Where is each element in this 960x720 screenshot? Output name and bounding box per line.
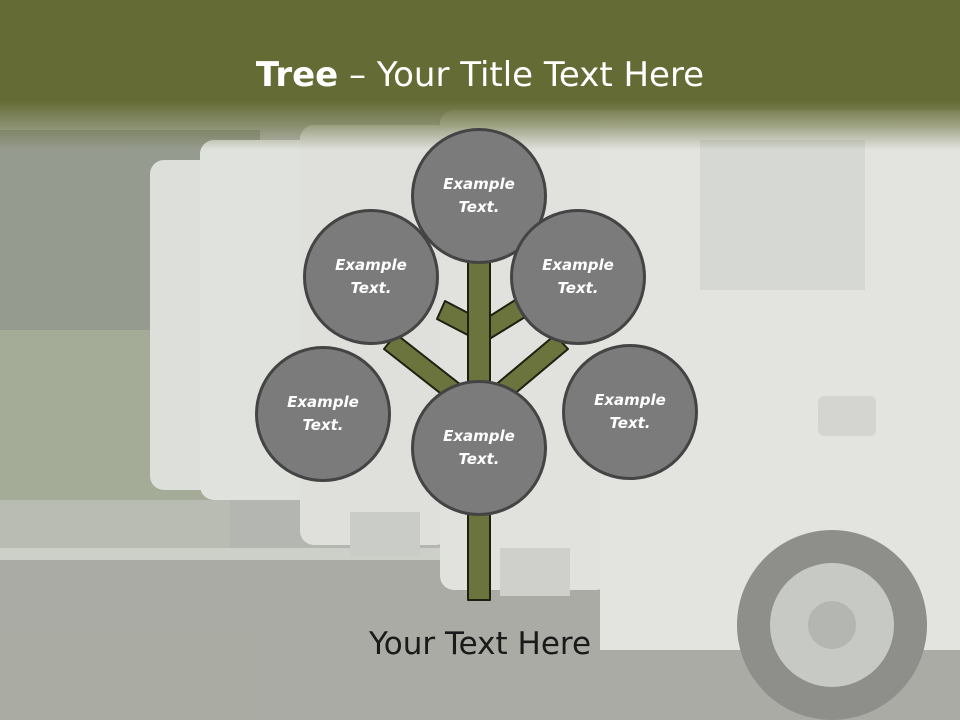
tree-node-lower-right: Example Text. [562, 344, 698, 480]
tree-node-top: Example Text. [411, 128, 547, 264]
footer-caption: Your Text Here [368, 626, 592, 662]
slide-title: Tree – Your Title Text Here [0, 52, 960, 98]
tree-node-center: Example Text. [411, 380, 547, 516]
node-label: Example Text. [542, 256, 614, 297]
node-label: Example Text. [594, 391, 666, 432]
title-rest: – Your Title Text Here [338, 55, 705, 95]
node-label: Example Text. [443, 175, 515, 216]
tree-node-upper-right: Example Text. [510, 209, 646, 345]
title-bold-word: Tree [255, 55, 339, 95]
title-bar [0, 0, 960, 150]
tree-node-upper-left: Example Text. [303, 209, 439, 345]
node-label: Example Text. [335, 256, 407, 297]
node-label: Example Text. [443, 427, 515, 468]
node-label: Example Text. [287, 393, 359, 434]
tree-node-lower-left: Example Text. [255, 346, 391, 482]
